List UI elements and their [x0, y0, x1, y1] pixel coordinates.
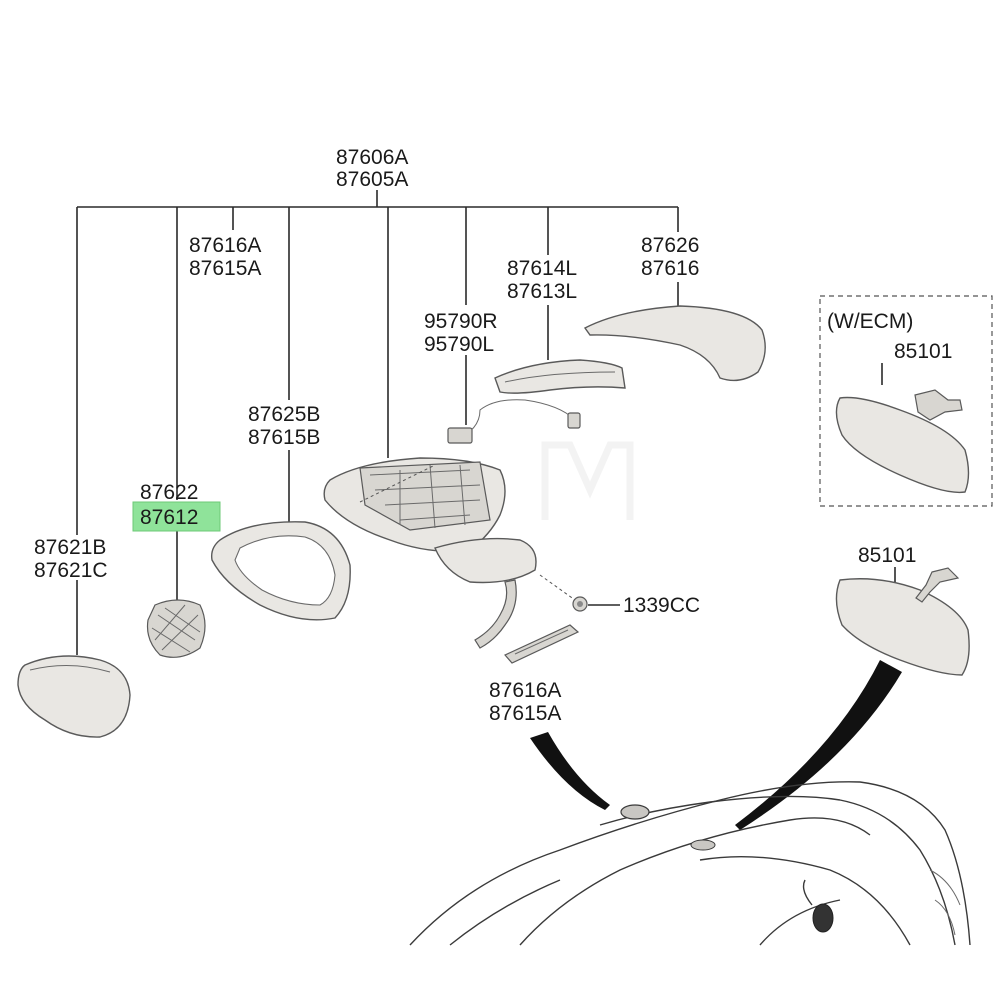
- label-95790r: 95790R: [424, 310, 498, 333]
- label-bottom-87615a: 87615A: [489, 702, 561, 725]
- label-housing-b: 87615A: [189, 257, 261, 280]
- label-87621c: 87621C: [34, 559, 108, 582]
- mirror-cover-part: [17, 655, 131, 738]
- label-w-ecm: (W/ECM): [827, 310, 913, 333]
- label-87614l: 87614L: [507, 257, 577, 280]
- bottom-trim-part: [504, 624, 580, 664]
- label-87606a: 87606A: [336, 146, 408, 169]
- mirror-glass-part: [146, 599, 206, 658]
- label-87616: 87616: [641, 257, 699, 280]
- wiring-harness-part: [447, 399, 581, 444]
- label-87615b: 87615B: [248, 426, 320, 449]
- mirror-housing-part: [323, 457, 537, 649]
- assembly-dash-lines: [359, 464, 576, 601]
- car-illustration: [409, 781, 971, 946]
- label-rearview-85101: 85101: [858, 544, 916, 567]
- turn-signal-lamp-part: [494, 359, 626, 394]
- label-87612: 87612: [140, 506, 198, 529]
- ecm-rearview-mirror-part: [835, 389, 970, 494]
- leader-lines: [76, 190, 896, 655]
- label-ecm-85101: 85101: [894, 340, 952, 363]
- label-87613l: 87613L: [507, 280, 577, 303]
- label-87626: 87626: [641, 234, 699, 257]
- label-housing-a: 87616A: [189, 234, 261, 257]
- label-87622: 87622: [140, 481, 198, 504]
- location-arrows: [530, 660, 902, 830]
- mirror-scalp-part: [210, 521, 351, 621]
- watermark-logo: [541, 441, 634, 520]
- label-87605a: 87605A: [336, 168, 408, 191]
- highlight-box: [132, 501, 221, 532]
- rearview-mirror-part: [835, 567, 970, 676]
- label-95790l: 95790L: [424, 333, 494, 356]
- ecm-dashed-box: [819, 295, 993, 507]
- label-1339cc: 1339CC: [623, 594, 700, 617]
- mirror-cap-part: [583, 305, 766, 382]
- label-87621b: 87621B: [34, 536, 106, 559]
- label-87625b: 87625B: [248, 403, 320, 426]
- screw-part: [572, 596, 588, 612]
- label-bottom-87616a: 87616A: [489, 679, 561, 702]
